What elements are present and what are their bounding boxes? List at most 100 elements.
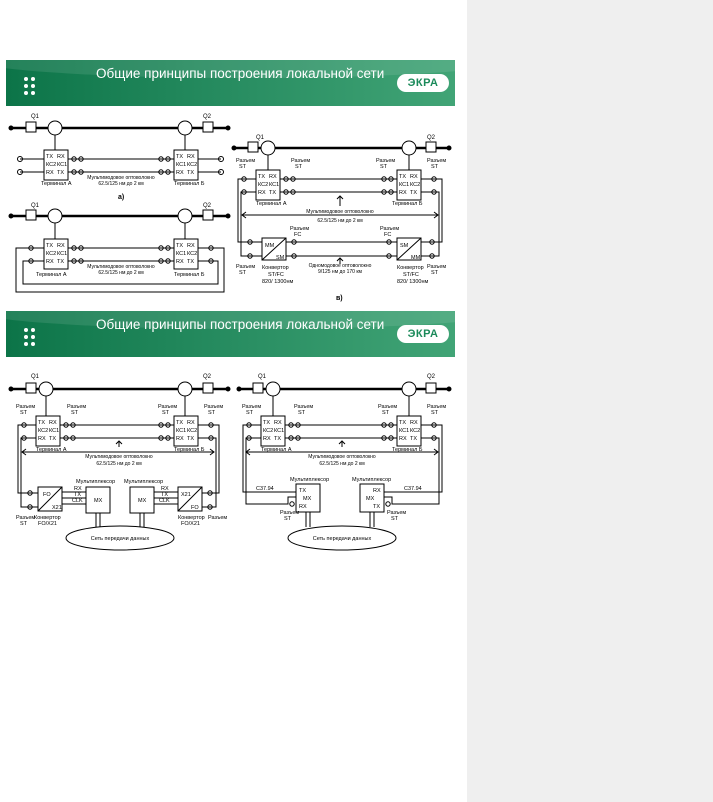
diagram-label: Разъем bbox=[236, 264, 255, 270]
diagram-label: TX bbox=[187, 436, 194, 442]
diagram-label: ST bbox=[284, 516, 292, 522]
diagram-label: TX bbox=[176, 243, 183, 249]
fiber-mm-label: Мультимодовое оптоволокно bbox=[87, 175, 155, 181]
diagram-label: ST bbox=[298, 410, 306, 416]
diagram-label: TX bbox=[410, 436, 417, 442]
diagram-label: RX bbox=[49, 420, 57, 426]
fiber-mm-spec: 62.5/125 нм до 2 км bbox=[98, 181, 144, 187]
fiber-sm-spec: 9/125 нм до 170 км bbox=[318, 269, 362, 275]
diagram-label: MX bbox=[366, 496, 375, 502]
diagram-label: ST bbox=[20, 410, 28, 416]
diagram-label: RX bbox=[46, 259, 54, 265]
diagram-label: Разъем bbox=[294, 404, 313, 410]
diagram-label: RX bbox=[187, 154, 195, 160]
diagram-label: TX bbox=[258, 174, 265, 180]
diagram-label: Терминал Б bbox=[174, 272, 205, 278]
diagram-label: RX bbox=[46, 170, 54, 176]
diagram-label: RX bbox=[399, 436, 407, 442]
slide-2-title: Общие принципы построения локальной сети bbox=[96, 317, 385, 332]
diagram-label: FO/X21 bbox=[181, 521, 200, 527]
diagram-label: Мультиплексор bbox=[124, 479, 163, 485]
diagram-label: КС2 bbox=[258, 182, 268, 188]
diagram-label: Мультимодовое оптоволокно bbox=[308, 454, 376, 460]
diagram-label: ST bbox=[431, 164, 439, 170]
diagram-label: КС2 bbox=[46, 251, 56, 257]
diagram-label: Q2 bbox=[427, 135, 436, 141]
diagram-label: ST bbox=[380, 164, 388, 170]
diagram-label: Терминал Б bbox=[392, 201, 423, 207]
diagram-label: FO/X21 bbox=[38, 521, 57, 527]
sub-label-v: в) bbox=[336, 295, 343, 302]
ekra-logo: ЭКРА bbox=[397, 74, 449, 92]
diagram-label: MX bbox=[94, 498, 103, 504]
diagram-label: MX bbox=[303, 496, 312, 502]
diagram-label: Разъем bbox=[387, 510, 406, 516]
diagram-label: Разъем bbox=[158, 404, 177, 410]
converter-label: Конвертор bbox=[262, 265, 289, 271]
diagram-label: Q1 bbox=[256, 135, 265, 141]
diagram-label: КС2 bbox=[46, 162, 56, 168]
diagram-label: Q1 bbox=[31, 374, 40, 380]
diagram-label: КС2 bbox=[187, 428, 197, 434]
diagram-label: TX bbox=[57, 170, 64, 176]
diagram-label: Q1 bbox=[258, 374, 267, 380]
diagram-label: ST bbox=[71, 410, 79, 416]
diagram-label: ST bbox=[162, 410, 170, 416]
diagram-label: Сеть передачи данных bbox=[313, 536, 372, 542]
diagram-label: Разъем bbox=[67, 404, 86, 410]
q2-label: Q2 bbox=[203, 114, 212, 120]
diagram-label: ST bbox=[295, 164, 303, 170]
slide-1-banner: Общие принципы построения локальной сети… bbox=[6, 60, 455, 106]
sub-label-a: а) bbox=[118, 194, 124, 201]
slide-2: Общие принципы построения локальной сети… bbox=[6, 311, 455, 556]
q1-label: Q1 bbox=[31, 114, 40, 120]
diagram-label: TX bbox=[269, 190, 276, 196]
diagram-label: RX bbox=[187, 243, 195, 249]
diagram-label: TX bbox=[373, 504, 380, 510]
diagram-label: Мультиплексор bbox=[352, 477, 391, 483]
diagram-label: CLK bbox=[72, 498, 83, 504]
diagram-label: Q2 bbox=[203, 203, 212, 209]
diagram-label: TX bbox=[161, 492, 168, 498]
diagram-label: Разъем bbox=[380, 226, 399, 232]
diagram-label: Разъем bbox=[242, 404, 261, 410]
diagram-label: КС1 bbox=[399, 182, 409, 188]
network-label: Сеть передачи данных bbox=[91, 536, 150, 542]
terminal-b-label: Терминал Б bbox=[174, 181, 205, 187]
diagram-label: TX bbox=[176, 420, 183, 426]
diagram-label: Разъем bbox=[376, 158, 395, 164]
diagram-label: MM bbox=[265, 243, 275, 249]
diagram-label: Мультимодовое оптоволокно bbox=[85, 454, 153, 460]
slide-1: Общие принципы построения локальной сети… bbox=[6, 60, 455, 306]
diagram-label: RX bbox=[258, 190, 266, 196]
diagram-label: FO bbox=[43, 492, 51, 498]
diagram-label: ST bbox=[208, 410, 216, 416]
diagram-label: 62.5/125 нм до 2 км bbox=[98, 270, 144, 276]
diagram-label: Мультимодовое оптоволокно bbox=[306, 209, 374, 215]
diagram-label: ST bbox=[20, 521, 28, 527]
diagram-label: TX bbox=[46, 243, 53, 249]
diagram-label: КС2 bbox=[410, 182, 420, 188]
terminal-a-label: Терминал А bbox=[41, 181, 72, 187]
connector-fc-label: Разъем bbox=[290, 226, 309, 232]
diagram-label: RX bbox=[187, 420, 195, 426]
diagram-label: RX bbox=[176, 170, 184, 176]
diagram-label: КС1 bbox=[274, 428, 284, 434]
diagram-label: TX bbox=[74, 492, 81, 498]
diagram-label: RX bbox=[161, 486, 169, 492]
diagram-label: X21 bbox=[52, 505, 62, 511]
diagram-label: Терминал А bbox=[36, 447, 67, 453]
diagram-label: RX bbox=[373, 488, 381, 494]
diagram-label: ST bbox=[239, 270, 247, 276]
diagram-label: Разъем bbox=[280, 510, 299, 516]
diagram-label: X21 bbox=[181, 492, 191, 498]
diagram-label: Терминал А bbox=[261, 447, 292, 453]
diagram-label: Разъем bbox=[427, 404, 446, 410]
diagram-label: RX bbox=[399, 190, 407, 196]
slide-2-banner: Общие принципы построения локальной сети… bbox=[6, 311, 455, 357]
diagram-label: ST bbox=[431, 410, 439, 416]
diagram-label: Мультиплексор bbox=[290, 477, 329, 483]
diagram-label: КС1 bbox=[399, 428, 409, 434]
